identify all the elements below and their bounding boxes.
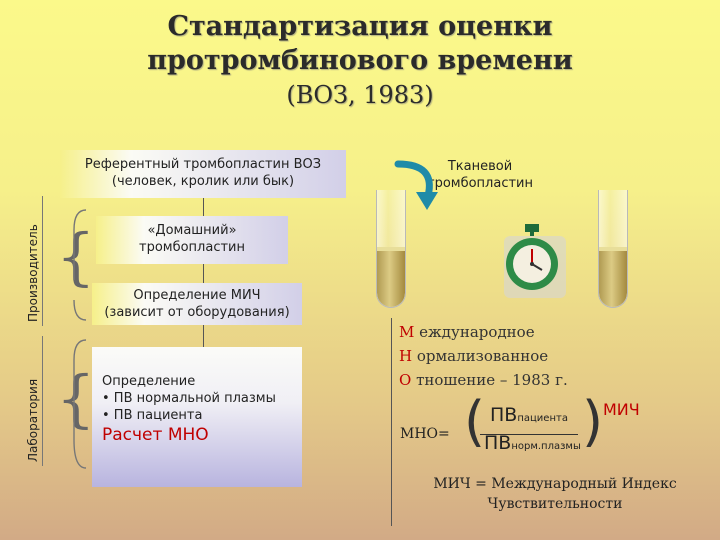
reference-line-1: Референтный тромбопластин ВОЗ: [84, 157, 322, 172]
connector-ref-home: [203, 198, 204, 216]
formula-numerator: ПВпациента: [490, 404, 568, 426]
slide-title: Стандартизация оценки протромбинового вр…: [100, 10, 620, 112]
fraction-bar: [480, 434, 578, 435]
lab-line-1: Определение: [102, 374, 196, 389]
mich-definition-line-1: МИЧ = Международный Индекс: [433, 476, 677, 492]
lab-line-3: • ПВ пациента: [102, 408, 203, 423]
mno-frame-line: [391, 318, 392, 526]
mno-expansion-line-3: О тношение – 1983 г.: [399, 369, 568, 391]
title-line-1: Стандартизация оценки: [167, 11, 553, 42]
home-thromboplastin-box: «Домашний» тромбопластин: [96, 216, 288, 264]
mich-line-2: (зависит от оборудования): [104, 305, 290, 320]
tissue-line-2: тромбопластин: [427, 176, 533, 191]
connector-mich-lab: [203, 325, 204, 347]
tissue-line-1: Тканевой: [447, 159, 513, 174]
mno-word-1: еждународное: [414, 323, 535, 341]
title-line-3: (ВОЗ, 1983): [286, 81, 434, 109]
mno-expansion-line-1: М еждународное: [399, 321, 535, 343]
stopwatch-icon: [504, 224, 566, 298]
mich-line-1: Определение МИЧ: [133, 288, 261, 303]
mno-word-2: ормализованное: [412, 347, 549, 365]
denominator-subscript: норм.плазмы: [511, 441, 581, 452]
mno-expansion-line-2: Н ормализованное: [399, 345, 548, 367]
mno-word-3: тношение – 1983 г.: [411, 371, 568, 389]
home-line-1: «Домашний»: [147, 223, 237, 238]
test-tube-icon: [376, 190, 406, 308]
lab-line-2: • ПВ нормальной плазмы: [102, 391, 276, 406]
mich-definition: МИЧ = Международный Индекс Чувствительно…: [410, 474, 700, 514]
formula-lhs: МНО=: [400, 426, 450, 442]
mich-determination-box: Определение МИЧ (зависит от оборудования…: [92, 283, 302, 325]
mno-letter-n: Н: [399, 347, 413, 365]
manufacturer-brace: {: [56, 220, 96, 293]
mich-definition-line-2: Чувствительности: [487, 496, 623, 512]
mno-letter-o: О: [399, 371, 412, 389]
manufacturer-divider: [42, 196, 43, 326]
laboratory-side-label: Лаборатория: [26, 378, 40, 462]
brace-lines: [73, 209, 87, 469]
mno-letter-m: М: [399, 323, 415, 341]
numerator-subscript: пациента: [517, 413, 568, 424]
reference-thromboplastin-box: Референтный тромбопластин ВОЗ (человек, …: [60, 150, 346, 198]
title-line-2: протромбинового времени: [147, 45, 573, 76]
laboratory-brace: {: [56, 362, 96, 435]
formula-right-paren: ): [582, 390, 604, 453]
formula-exponent: МИЧ: [603, 400, 640, 419]
connector-home-mich: [203, 264, 204, 283]
numerator-symbol: ПВ: [490, 404, 518, 426]
home-line-2: тромбопластин: [139, 240, 245, 255]
laboratory-divider: [42, 336, 43, 466]
laboratory-determination-box: Определение • ПВ нормальной плазмы • ПВ …: [92, 347, 302, 487]
arrow-icon: [394, 160, 438, 210]
manufacturer-side-label: Производитель: [26, 224, 40, 322]
denominator-symbol: ПВ: [484, 432, 512, 454]
formula-denominator: ПВнорм.плазмы: [484, 432, 581, 454]
tissue-thromboplastin-label: Тканевой тромбопластин: [420, 158, 540, 192]
reference-line-2: (человек, кролик или бык): [111, 174, 295, 189]
test-tube-icon: [598, 190, 628, 308]
lab-calc-mno: Расчет МНО: [102, 425, 209, 445]
formula-left-paren: (: [464, 390, 486, 453]
